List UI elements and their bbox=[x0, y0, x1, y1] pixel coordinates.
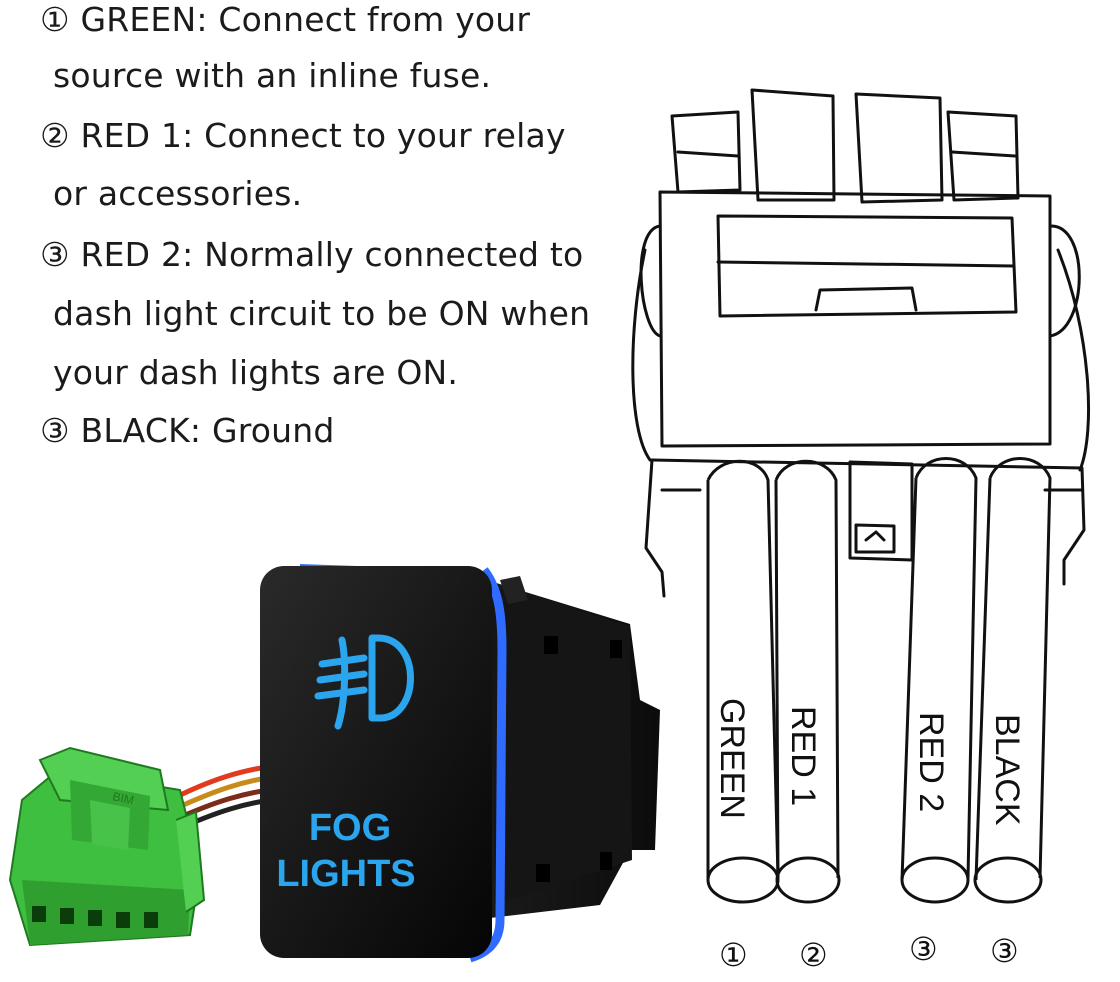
instruction-line: ③ BLACK: Ground bbox=[40, 411, 335, 450]
switch-label-line1: FOG bbox=[309, 807, 391, 849]
wire-label-red2: RED 2 bbox=[912, 712, 950, 812]
instruction-line: your dash lights are ON. bbox=[53, 353, 459, 392]
fog-light-icon bbox=[314, 634, 414, 730]
pin-number: ③ bbox=[909, 930, 938, 968]
wire-labels: GREEN RED 1 RED 2 BLACK bbox=[713, 698, 1026, 826]
wire-label-green: GREEN bbox=[713, 698, 751, 819]
wire-label-red1: RED 1 bbox=[784, 706, 822, 806]
wire-tubes bbox=[706, 457, 1052, 904]
instruction-line: dash light circuit to be ON when bbox=[53, 294, 591, 333]
pin-number: ② bbox=[799, 936, 828, 974]
plug-stamp: BIM bbox=[111, 789, 135, 807]
pin-numbers: ① ② ③ ③ bbox=[719, 930, 1019, 974]
instruction-line: ③ RED 2: Normally connected to bbox=[40, 235, 584, 274]
instruction-line: ① GREEN: Connect from your bbox=[40, 0, 531, 39]
instruction-line: or accessories. bbox=[53, 174, 303, 213]
wire-label-black: BLACK bbox=[988, 714, 1026, 826]
pin-number: ③ bbox=[990, 932, 1019, 970]
green-plug: BIM bbox=[8, 746, 287, 947]
fog-light-switch: FOG LIGHTS bbox=[260, 564, 660, 963]
switch-label-line2: LIGHTS bbox=[276, 853, 415, 895]
instruction-line: ② RED 1: Connect to your relay bbox=[40, 116, 566, 155]
instruction-line: source with an inline fuse. bbox=[53, 56, 492, 95]
connector-drawing bbox=[631, 88, 1091, 598]
pin-number: ① bbox=[719, 936, 748, 974]
